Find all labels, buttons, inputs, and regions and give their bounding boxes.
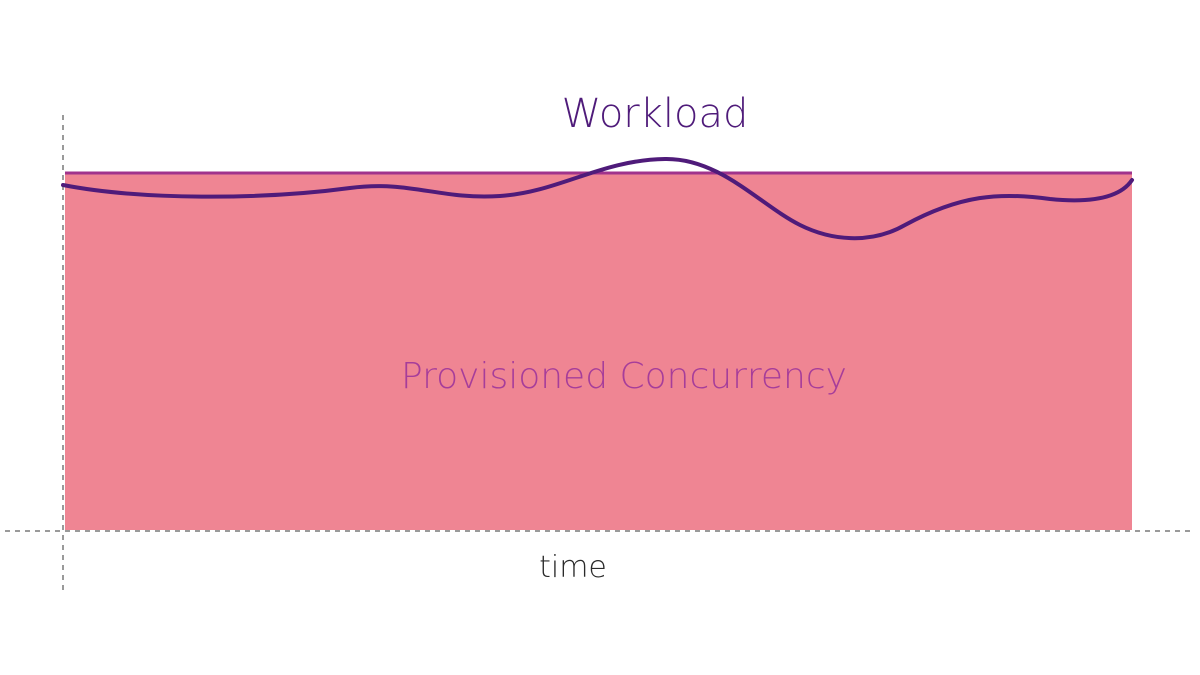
provisioned-concurrency-area [65,173,1132,530]
workload-curve [61,156,1134,241]
workload-label: Workload [562,91,749,137]
time-axis-label: time [539,550,607,585]
provisioned-concurrency-label: Provisioned Concurrency [401,356,847,397]
